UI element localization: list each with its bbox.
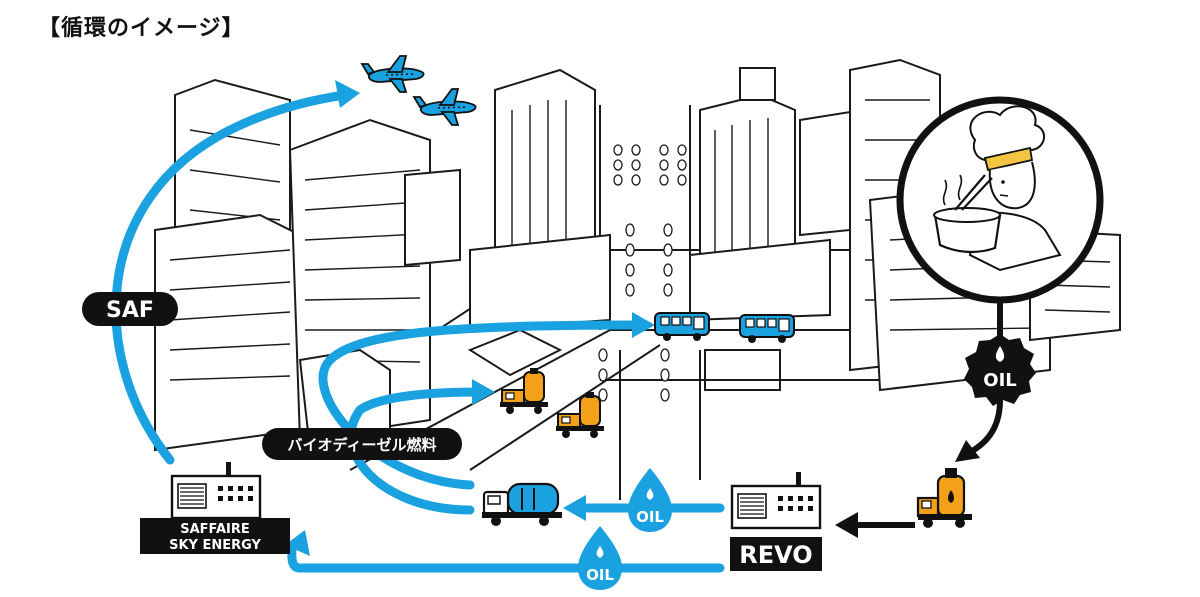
black-arrows [835, 300, 1003, 538]
street-trees [598, 144, 687, 402]
saffaire-label-line2: SKY ENERGY [169, 538, 261, 553]
factory-icon [730, 472, 822, 530]
saffaire-label-box [140, 518, 290, 554]
factory-icon [170, 462, 262, 520]
biodiesel-pill: バイオディーゼル燃料 [262, 428, 462, 460]
saf-label: SAF [106, 298, 154, 323]
airplane-icon [412, 88, 477, 126]
tank-truck-icon [916, 468, 972, 528]
saf-pill: SAF [82, 292, 178, 326]
oil-badge: OIL [964, 334, 1036, 406]
revo-label-box [730, 537, 822, 571]
revo-label: REVO [739, 541, 812, 569]
biodiesel-label: バイオディーゼル燃料 [288, 436, 437, 454]
airplane-icon [360, 55, 425, 93]
chef-icon [896, 96, 1104, 304]
tanker-truck-icon [482, 482, 562, 526]
bus-icon [654, 312, 710, 341]
oil-drop-label-2: OIL [586, 566, 614, 584]
tank-truck-icon [556, 392, 604, 438]
saffaire-label-line1: SAFFAIRE [180, 522, 249, 537]
oil-drop-icon: OIL [628, 468, 672, 532]
oil-badge-label: OIL [983, 370, 1016, 391]
page-title: 【循環のイメージ】 [38, 16, 245, 41]
oil-drop-label-1: OIL [636, 508, 664, 526]
tank-truck-icon [500, 368, 548, 414]
oil-drop-icon: OIL [578, 526, 622, 590]
bus-icon [739, 314, 795, 343]
